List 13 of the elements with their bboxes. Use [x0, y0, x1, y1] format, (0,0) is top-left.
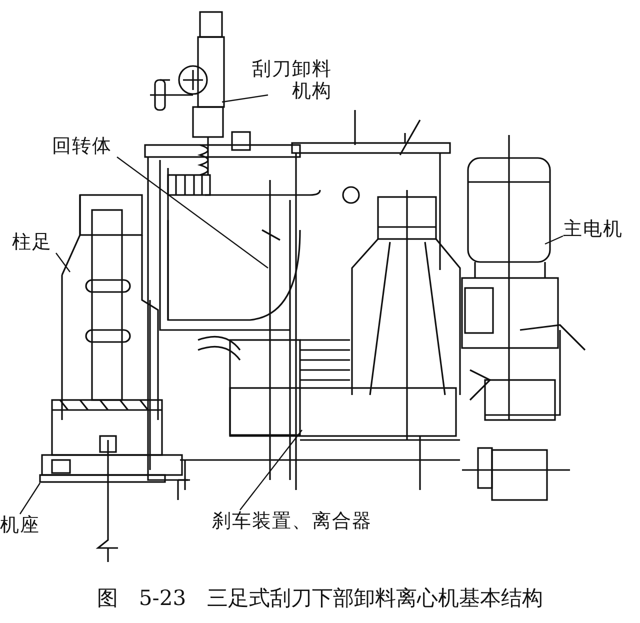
leader-line [20, 482, 40, 514]
part-label: 柱足 [12, 231, 58, 253]
part-label: 刮刀卸料机构 [248, 58, 332, 102]
part-label: 刹车装置、离合器 [212, 510, 382, 532]
part-label: 机座 [0, 514, 46, 536]
leader-line [116, 156, 268, 268]
leader-line [222, 94, 268, 103]
leader-line [544, 235, 564, 245]
leader-line [56, 252, 70, 272]
figure-caption: 图 5-23 三足式刮刀下部卸料离心机基本结构 [96, 585, 544, 612]
leader-line [240, 430, 302, 510]
part-label: 主电机 [563, 218, 633, 240]
part-label: 回转体 [52, 135, 122, 157]
